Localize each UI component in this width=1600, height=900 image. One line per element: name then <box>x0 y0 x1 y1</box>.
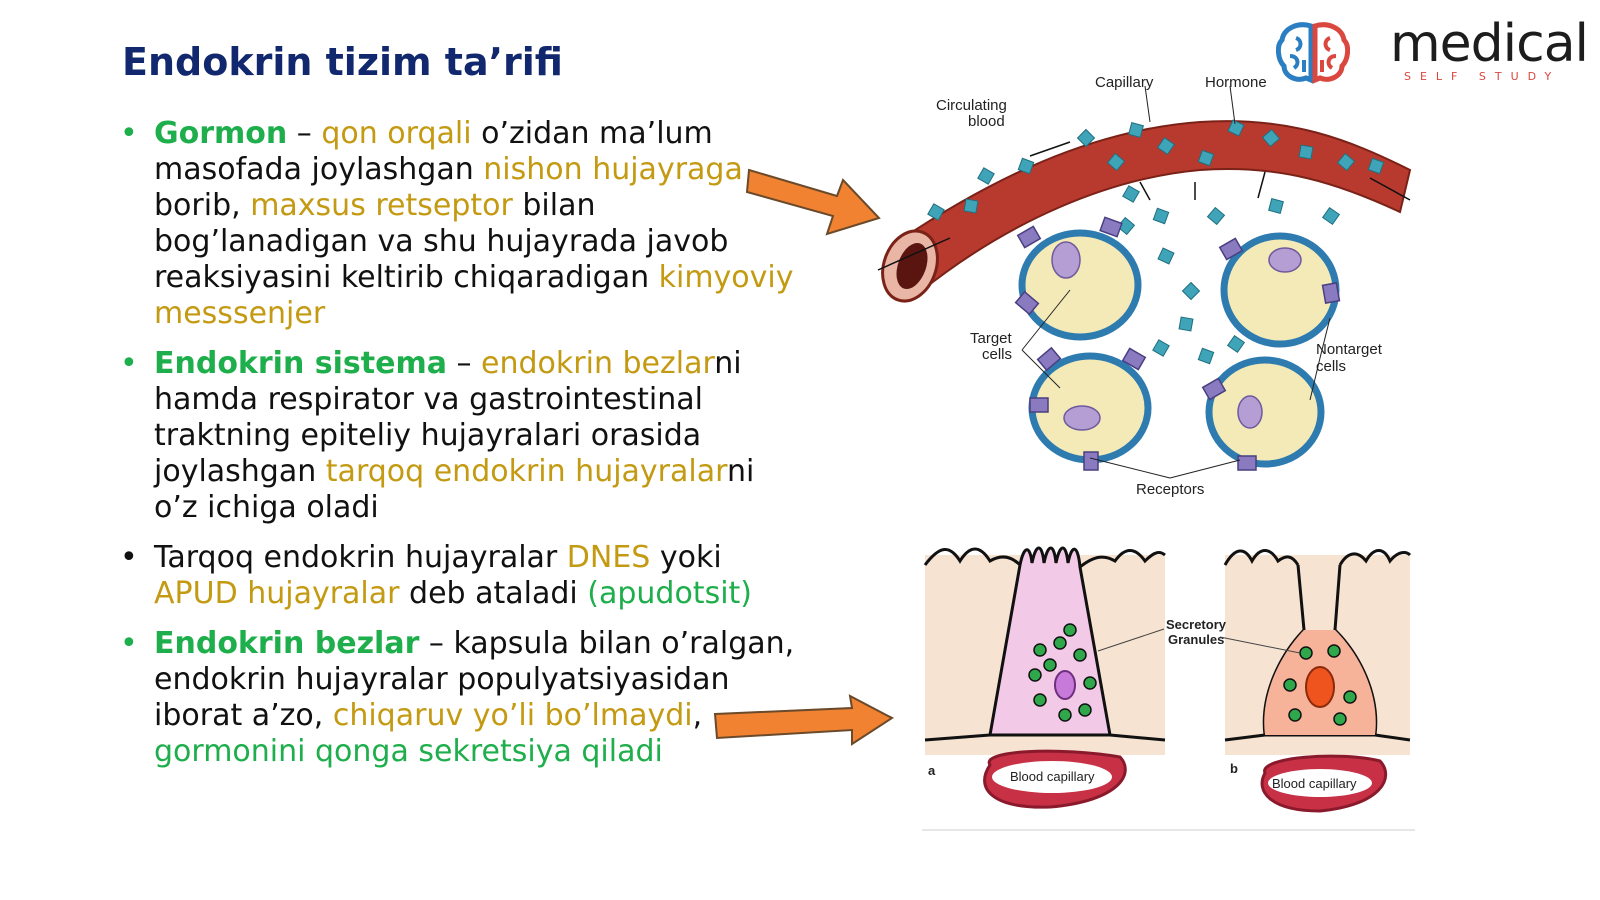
bullet-dot: • <box>120 116 138 151</box>
label-panel-b: b <box>1230 761 1238 776</box>
bullet-text: – kapsula bilan o’ralgan, endokrin hujay… <box>154 626 795 733</box>
bullet-text: qon orqali <box>321 116 472 151</box>
label-target-cells: Target <box>970 330 1013 347</box>
logo-tagline: SELF STUDY <box>1404 70 1561 83</box>
endocrine-cell-diagram: Blood capillary a Blood capillary b Secr… <box>922 546 1415 831</box>
label-circulating-blood: Circulating <box>936 97 1007 114</box>
logo: medical SELF STUDY <box>1276 14 1592 90</box>
bullet-text: , <box>692 698 703 733</box>
bullet-text: yoki <box>650 540 722 575</box>
bullet-text: APUD hujayralar <box>154 576 400 611</box>
label-blood-capillary-b: Blood capillary <box>1272 776 1357 791</box>
bullet-text: – <box>287 116 322 151</box>
bullet-text: bilan bog’lanadigan va shu hujayrada jav… <box>154 188 729 295</box>
arrow-right-icon <box>713 694 894 746</box>
bullet-text: borib, <box>154 188 251 223</box>
logo-name: medical <box>1390 14 1589 74</box>
label-nontarget-cells-2: cells <box>1316 358 1346 375</box>
bullet-text: chiqaruv yo’li bo’lmaydi <box>332 698 693 733</box>
bullet-text: ni hamda respirator va gastrointestinal … <box>154 346 742 489</box>
bullet-dot: • <box>120 626 138 661</box>
bullet-item: • Gormon – qon orqali o’zidan ma’lum maso… <box>120 116 800 332</box>
hormone-target-cell-diagram: Circulating blood Capillary Hormone Targ… <box>877 74 1412 498</box>
bullet-text: ni o’z ichiga oladi <box>154 454 755 525</box>
brain-icon <box>1276 22 1350 84</box>
bullet-text: nishon hujayraga <box>483 152 743 187</box>
bullet-dot: • <box>120 346 138 381</box>
label-receptors: Receptors <box>1136 481 1204 498</box>
bullet-text: Endokrin sistema <box>154 346 447 381</box>
bullet-text: kimyoviy messsenjer <box>154 260 794 331</box>
bullet-text: – <box>446 346 482 381</box>
label-hormone: Hormone <box>1205 74 1267 91</box>
bullet-text: DNES <box>566 540 651 575</box>
bullet-text: maxsus retseptor <box>250 188 513 223</box>
label-circulating-blood-2: blood <box>968 113 1005 130</box>
label-capillary: Capillary <box>1095 74 1154 91</box>
bullet-text: tarqoq endokrin hujayralar <box>325 454 727 489</box>
bullet-text: o’zidan ma’lum masofada joylashgan <box>154 116 713 187</box>
definition-list: • Gormon – qon orqali o’zidan ma’lum maso… <box>120 116 800 784</box>
label-nontarget-cells: Nontarget <box>1316 341 1383 358</box>
label-panel-a: a <box>928 763 936 778</box>
label-target-cells-2: cells <box>982 346 1012 363</box>
label-secretory-granules: Secretory <box>1166 617 1227 632</box>
bullet-text: Tarqoq endokrin hujayralar <box>154 540 567 575</box>
bullet-text: gormonini qonga sekretsiya qiladi <box>154 734 663 769</box>
bullet-item: • Tarqoq endokrin hujayralar DNES yoki AP… <box>120 540 800 612</box>
bullet-text: Gormon <box>154 116 288 151</box>
bullet-text: endokrin bezlar <box>481 346 715 381</box>
label-blood-capillary-a: Blood capillary <box>1010 769 1095 784</box>
arrow-right-icon <box>745 168 881 236</box>
bullet-text: deb ataladi <box>399 576 588 611</box>
bullet-item: • Endokrin sistema – endokrin bezlarni ha… <box>120 346 800 526</box>
bullet-dot: • <box>120 540 138 575</box>
bullet-text: Endokrin bezlar <box>154 626 420 661</box>
slide-title: Endokrin tizim ta’rifi <box>122 40 563 84</box>
bullet-text: (apudotsit) <box>587 576 753 611</box>
label-secretory-granules-2: Granules <box>1168 632 1224 647</box>
bullet-item: • Endokrin bezlar – kapsula bilan o’ralga… <box>120 626 800 770</box>
